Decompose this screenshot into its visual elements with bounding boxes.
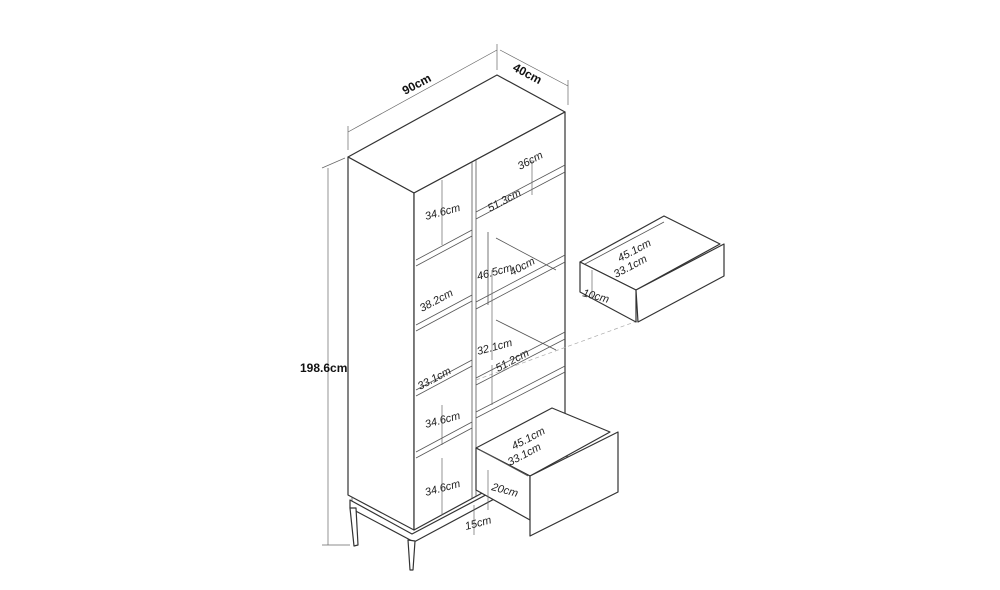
upper-drawer [475,215,725,381]
cabinet-body [347,74,568,571]
label-height: 198.6cm [300,361,347,375]
label-width: 90cm [400,71,434,98]
outer-dimension-lines [321,44,569,546]
label-leg-height: 15cm [464,514,493,533]
inner-dimension-lines [441,160,593,535]
lower-drawer [475,407,619,537]
